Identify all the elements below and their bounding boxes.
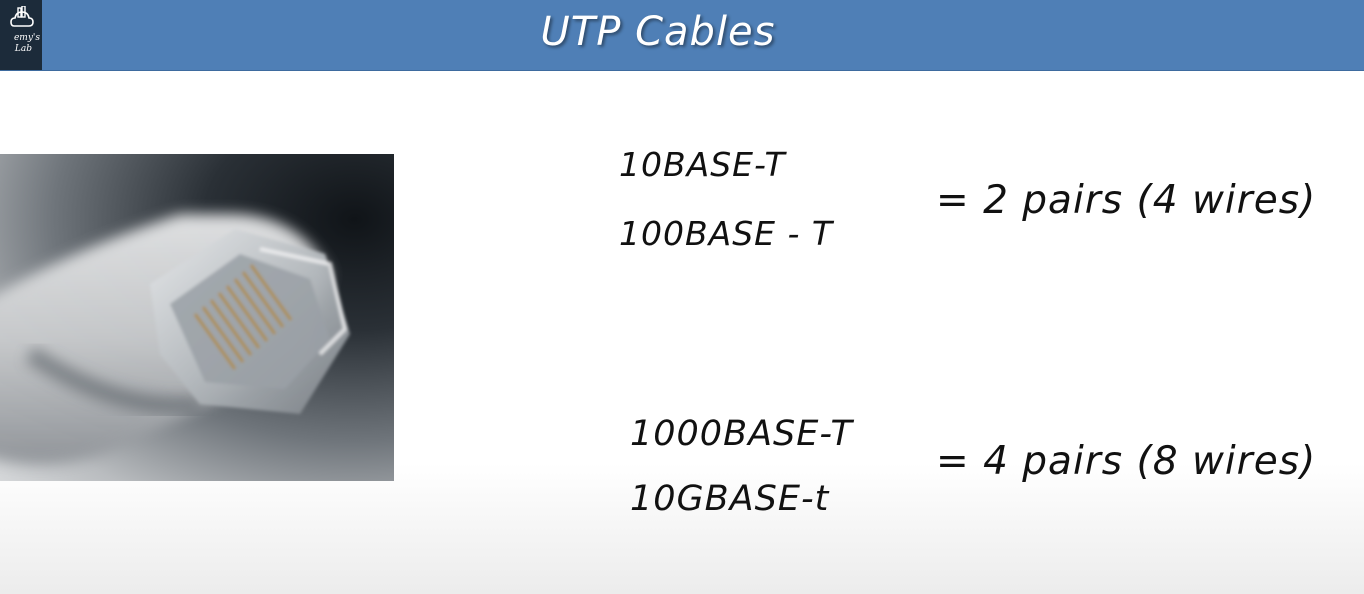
- logo-text-line2: Lab: [14, 44, 32, 54]
- title-bar: emy's Lab UTP Cables: [0, 0, 1364, 71]
- logo-text-line1: emy's: [13, 33, 40, 43]
- cloud-lab-logo-icon: [10, 6, 34, 27]
- result-2-pairs: = 2 pairs (4 wires): [936, 178, 1317, 223]
- label-1000base-t: 1000BASE-T: [630, 414, 853, 454]
- label-100base-t: 100BASE - T: [619, 214, 834, 253]
- label-10gbase-t: 10GBASE-t: [630, 479, 830, 519]
- page-title: UTP Cables: [540, 9, 776, 55]
- label-10base-t: 10BASE-T: [619, 145, 786, 184]
- result-4-pairs: = 4 pairs (8 wires): [936, 439, 1317, 484]
- rj45-connector-photo: [0, 154, 394, 481]
- logo: emy's Lab: [0, 0, 42, 70]
